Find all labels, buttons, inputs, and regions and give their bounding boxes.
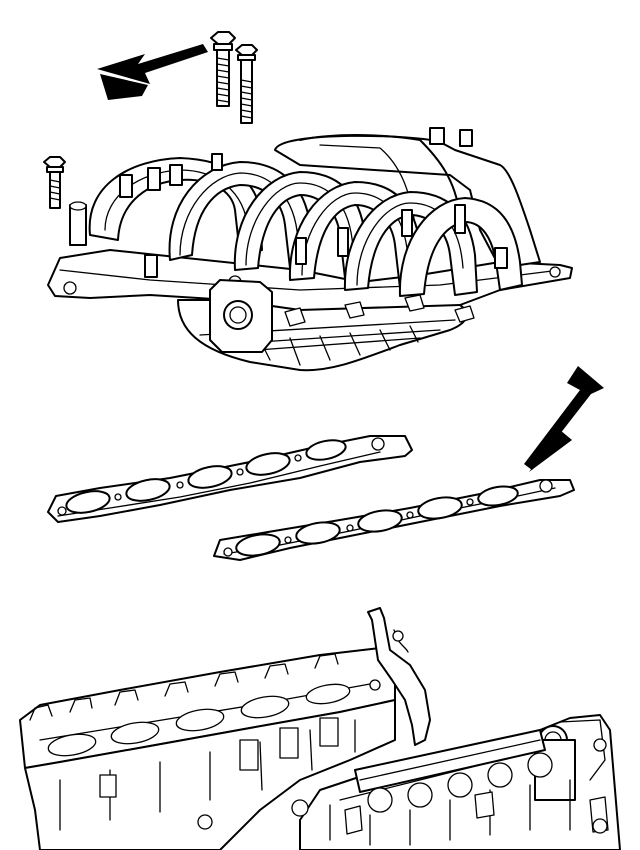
manifold-bolt-3 <box>43 156 66 209</box>
intake-manifold <box>47 127 573 372</box>
indicator-arrow-bolt <box>97 44 208 100</box>
intake-manifold-gasket-left <box>47 435 413 523</box>
manifold-bolt-2 <box>235 44 258 124</box>
manifold-bolt-1 <box>210 31 236 107</box>
cylinder-head-engine-block <box>19 607 621 850</box>
indicator-arrow-gasket <box>524 366 604 472</box>
intake-manifold-gasket-right <box>213 479 575 561</box>
